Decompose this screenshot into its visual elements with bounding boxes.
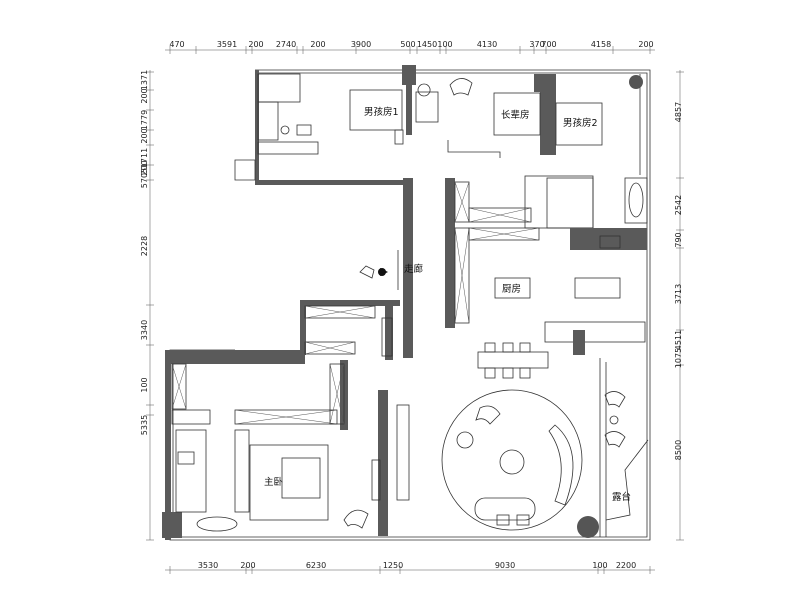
wall-left-bedrooms xyxy=(255,70,259,185)
plant-icon-2 xyxy=(577,516,599,538)
terrace-area xyxy=(599,358,649,537)
dimension-label: 4511 xyxy=(674,330,683,350)
wall-master-corner xyxy=(162,512,182,538)
wall-master-nw xyxy=(300,300,306,355)
dimension-label: 1711 xyxy=(140,148,149,168)
wall-master-top xyxy=(165,350,305,364)
living-area xyxy=(371,389,599,538)
dimension-label: 100 xyxy=(437,40,452,49)
kitchen-wall-stub xyxy=(573,330,585,355)
dimension-label: 1450 xyxy=(417,40,437,49)
dimension-label: 790 xyxy=(674,232,683,247)
master-wing xyxy=(162,300,400,540)
dimension-label: 200 xyxy=(140,128,149,143)
wall-pillar-2 xyxy=(534,74,556,92)
wall-divider xyxy=(406,85,412,135)
wall-divider-2 xyxy=(540,90,556,155)
dimension-label: 8500 xyxy=(674,440,683,460)
dimension-label: 3900 xyxy=(351,40,371,49)
label-kitchen: 厨房 xyxy=(502,283,521,295)
dimension-label: 2228 xyxy=(140,236,149,256)
dimension-label: 100 xyxy=(140,377,149,392)
dimension-label: 200 xyxy=(140,160,149,175)
dimension-lines xyxy=(146,46,684,574)
label-boy-room-1: 男孩房1 xyxy=(364,106,399,118)
dimension-label: 2542 xyxy=(674,195,683,215)
dimension-label: 9030 xyxy=(495,561,515,570)
dimension-label: 4158 xyxy=(591,40,611,49)
dimension-label: 100 xyxy=(592,561,607,570)
dimension-label: 200 xyxy=(310,40,325,49)
label-elder-room: 长辈房 xyxy=(501,109,530,121)
corridor-west-wall xyxy=(403,178,413,358)
dimension-label: 5705 xyxy=(140,168,149,188)
dimension-label: 4130 xyxy=(477,40,497,49)
dimension-label: 3340 xyxy=(140,320,149,340)
dimension-label: 2740 xyxy=(276,40,296,49)
bedroom-wing xyxy=(234,65,643,358)
label-corridor: 走廊 xyxy=(404,263,424,275)
dimension-label: 3530 xyxy=(198,561,218,570)
room-labels: 男孩房1 长辈房 男孩房2 走廊 厨房 主卧 露台 xyxy=(264,106,631,503)
corridor-cabinets xyxy=(397,181,540,324)
label-terrace: 露台 xyxy=(612,491,631,503)
dimension-label: 1075 xyxy=(674,348,683,368)
dimension-label: 2200 xyxy=(616,561,636,570)
dimension-label: 1371 xyxy=(140,70,149,90)
dimension-label: 470 xyxy=(169,40,184,49)
wall-pillar xyxy=(402,65,416,85)
wall-master-north xyxy=(300,300,400,306)
corridor-east-wall xyxy=(445,178,455,328)
kitchen-area xyxy=(477,277,646,379)
dimension-label: 370 xyxy=(529,40,544,49)
label-boy-room-2: 男孩房2 xyxy=(563,117,598,129)
dimension-label: 1250 xyxy=(383,561,403,570)
dimension-label: 3591 xyxy=(217,40,237,49)
living-west-wall xyxy=(378,390,388,536)
dimension-label: 200 xyxy=(638,40,653,49)
wall-bedrooms-south xyxy=(255,180,413,185)
dimension-label: 200 xyxy=(240,561,255,570)
dimension-label: 500 xyxy=(400,40,415,49)
plant-icon xyxy=(629,75,643,89)
dimension-label: 6230 xyxy=(306,561,326,570)
dimension-label: 200 xyxy=(248,40,263,49)
dimension-label: 1779 xyxy=(140,110,149,130)
wall-master-ne xyxy=(385,300,393,360)
dimension-label: 200 xyxy=(140,88,149,103)
dimension-label: 5335 xyxy=(140,415,149,435)
dimension-label: 4857 xyxy=(674,102,683,122)
kitchen-counter-wall xyxy=(570,228,647,250)
dimension-label: 700 xyxy=(541,40,556,49)
label-master-bedroom: 主卧 xyxy=(264,476,284,488)
wall-master-left xyxy=(165,350,171,540)
east-bathroom xyxy=(524,175,648,250)
dimension-label: 3713 xyxy=(674,284,683,304)
dimension-labels-bottom: 3530 200 6230 1250 9030 100 2200 xyxy=(198,561,636,570)
entry-figure xyxy=(359,265,388,279)
